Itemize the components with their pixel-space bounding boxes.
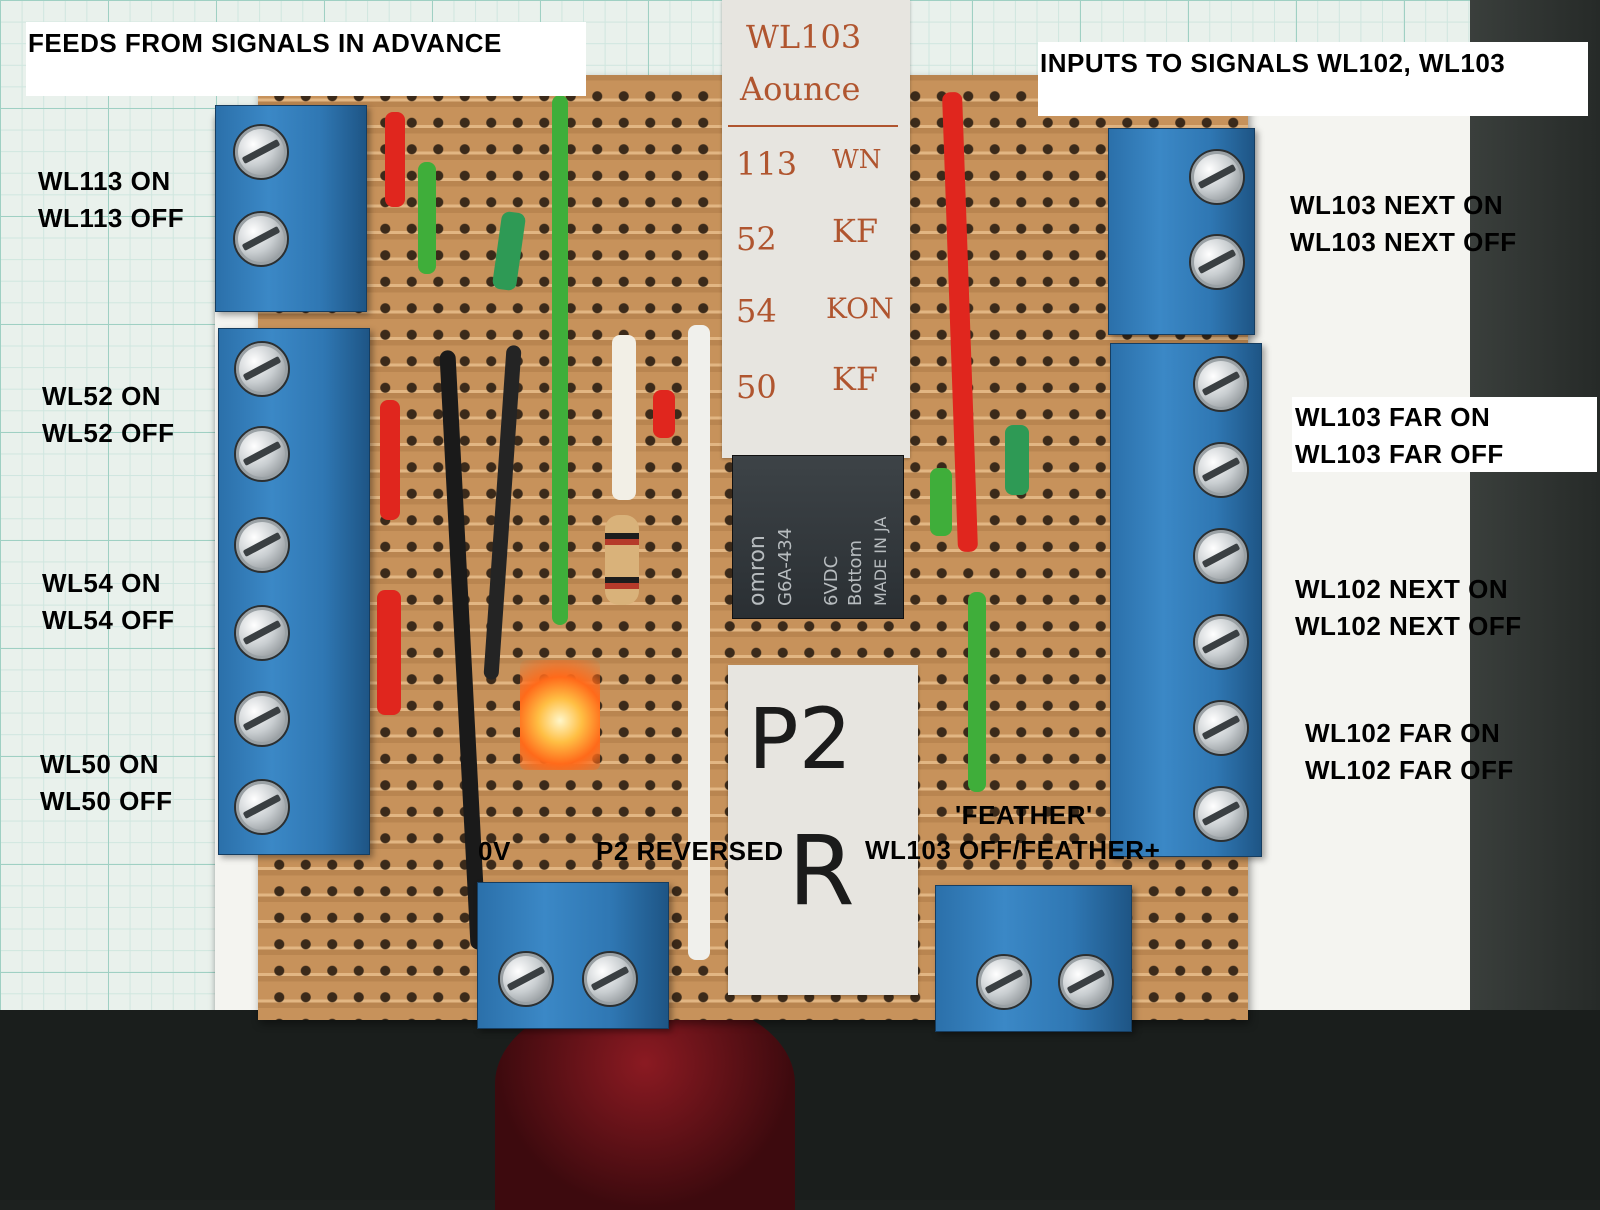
p2-paper-label: P2 R bbox=[728, 665, 918, 995]
right-label-off: WL103 FAR OFF bbox=[1295, 439, 1504, 469]
relay-text: MADE IN JA bbox=[871, 516, 890, 606]
terminal-screw[interactable] bbox=[234, 779, 290, 835]
omron-relay: omron G6A-434 6VDC Bottom MADE IN JA bbox=[732, 455, 904, 619]
tape-row-right: KON bbox=[826, 292, 894, 325]
feather-label: 'FEATHER' bbox=[955, 800, 1093, 830]
terminal-screw[interactable] bbox=[234, 341, 290, 397]
zero-v-label: 0V bbox=[478, 836, 511, 866]
wire-white bbox=[688, 325, 710, 960]
left-label-off: WL113 OFF bbox=[38, 203, 185, 233]
tape-divider bbox=[728, 125, 898, 127]
dark-surface-right bbox=[1470, 0, 1600, 1200]
r-handwriting: R bbox=[788, 815, 855, 927]
terminal-screw[interactable] bbox=[1193, 442, 1249, 498]
led-indicator bbox=[520, 660, 600, 770]
tape-row-left: 52 bbox=[736, 220, 777, 258]
header-left: FEEDS FROM SIGNALS IN ADVANCE bbox=[28, 28, 502, 58]
left-label-off: WL50 OFF bbox=[40, 786, 173, 816]
relay-text: Bottom bbox=[845, 539, 866, 606]
right-label-on: WL102 FAR ON bbox=[1305, 718, 1501, 748]
wire-green bbox=[968, 592, 986, 792]
header-right-box: INPUTS TO SIGNALS WL102, WL103 bbox=[1038, 42, 1588, 116]
wire-red bbox=[653, 390, 675, 438]
terminal-screw[interactable] bbox=[234, 691, 290, 747]
terminal-screw[interactable] bbox=[234, 605, 290, 661]
right-label-box bbox=[1292, 397, 1597, 472]
right-label-on: WL103 FAR ON bbox=[1295, 402, 1491, 432]
dark-surface-bottom bbox=[0, 1010, 1600, 1200]
wire-white bbox=[612, 335, 636, 500]
terminal-block-right bbox=[1108, 128, 1255, 335]
header-left-box: FEEDS FROM SIGNALS IN ADVANCE bbox=[26, 22, 586, 96]
terminal-block-bottom bbox=[477, 882, 669, 1029]
tape-row-right: WN bbox=[832, 145, 882, 175]
tape-row-left: 113 bbox=[736, 145, 798, 183]
tape-title-1: WL103 bbox=[746, 18, 862, 56]
terminal-screw[interactable] bbox=[234, 426, 290, 482]
p2-handwriting: P2 bbox=[748, 690, 853, 788]
right-label-off: WL102 FAR OFF bbox=[1305, 755, 1514, 785]
relay-text: 6VDC bbox=[821, 555, 842, 606]
relay-text: omron bbox=[745, 535, 770, 606]
handwritten-tape-label: WL103 Aounce 113 WN 52 KF 54 KON 50 KF bbox=[722, 0, 910, 458]
terminal-block-right bbox=[1110, 343, 1262, 857]
tape-row-right: KF bbox=[832, 360, 879, 398]
terminal-screw[interactable] bbox=[234, 517, 290, 573]
right-label-off: WL102 NEXT OFF bbox=[1295, 611, 1522, 641]
wire-green bbox=[418, 162, 436, 274]
terminal-block-left bbox=[215, 105, 367, 312]
tape-row-right: KF bbox=[832, 212, 879, 250]
wire-green bbox=[1005, 425, 1029, 495]
left-label-off: WL54 OFF bbox=[42, 605, 175, 635]
terminal-screw[interactable] bbox=[1193, 614, 1249, 670]
terminal-screw[interactable] bbox=[582, 951, 638, 1007]
feather-sub-label: WL103 OFF/FEATHER+ bbox=[865, 835, 1161, 865]
wire-red bbox=[377, 590, 401, 715]
wire-green bbox=[930, 468, 952, 536]
terminal-screw[interactable] bbox=[1189, 149, 1245, 205]
wire-red bbox=[380, 400, 400, 520]
resistor bbox=[605, 515, 639, 605]
terminal-screw[interactable] bbox=[233, 211, 289, 267]
relay-text: G6A-434 bbox=[775, 527, 796, 606]
terminal-screw[interactable] bbox=[1193, 786, 1249, 842]
terminal-screw[interactable] bbox=[233, 124, 289, 180]
p2-reversed-label: P2 REVERSED bbox=[596, 836, 784, 866]
right-label-on: WL102 NEXT ON bbox=[1295, 574, 1509, 604]
wire-green bbox=[552, 95, 568, 625]
left-label-on: WL54 ON bbox=[42, 568, 162, 598]
tape-row-left: 50 bbox=[736, 368, 777, 406]
header-right: INPUTS TO SIGNALS WL102, WL103 bbox=[1040, 48, 1506, 78]
terminal-screw[interactable] bbox=[1193, 356, 1249, 412]
red-cable bbox=[495, 1000, 795, 1210]
terminal-block-left bbox=[218, 328, 370, 855]
terminal-screw[interactable] bbox=[1193, 528, 1249, 584]
left-label-on: WL52 ON bbox=[42, 381, 162, 411]
terminal-screw[interactable] bbox=[1058, 954, 1114, 1010]
terminal-screw[interactable] bbox=[976, 954, 1032, 1010]
tape-row-left: 54 bbox=[736, 292, 777, 330]
tape-title-2: Aounce bbox=[740, 70, 861, 108]
right-label-on: WL103 NEXT ON bbox=[1290, 190, 1504, 220]
left-label-on: WL113 ON bbox=[38, 166, 171, 196]
left-label-on: WL50 ON bbox=[40, 749, 160, 779]
right-label-off: WL103 NEXT OFF bbox=[1290, 227, 1517, 257]
terminal-screw[interactable] bbox=[1189, 234, 1245, 290]
left-label-off: WL52 OFF bbox=[42, 418, 175, 448]
terminal-screw[interactable] bbox=[1193, 700, 1249, 756]
terminal-screw[interactable] bbox=[498, 951, 554, 1007]
wire-red bbox=[385, 112, 405, 207]
terminal-block-bottom bbox=[935, 885, 1132, 1032]
